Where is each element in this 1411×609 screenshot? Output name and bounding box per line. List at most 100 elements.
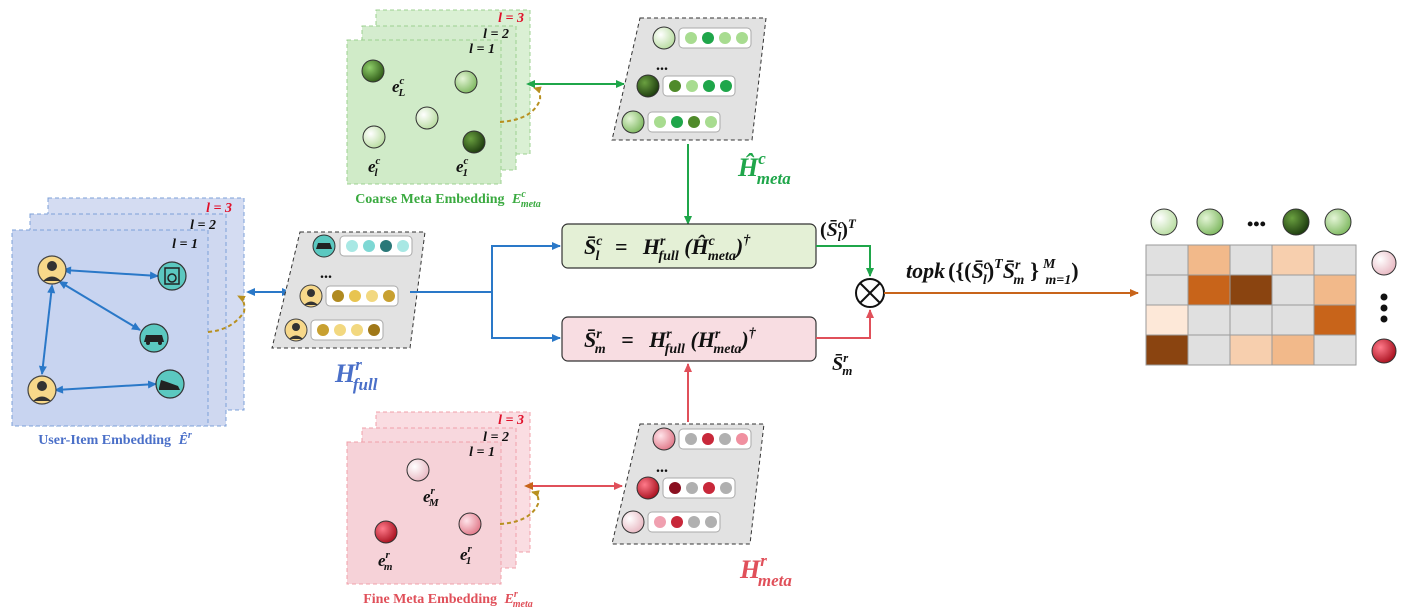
coarse-node: [362, 125, 386, 149]
user-avatar-icon: [27, 375, 57, 405]
feature-bar: [647, 111, 721, 133]
feature-bar: [339, 235, 413, 257]
layer-1-label: l = 1: [172, 237, 198, 252]
heatmap-cell: [1271, 244, 1315, 276]
layer-2-label: l = 2: [483, 27, 509, 42]
heatmap-cell: [1187, 274, 1231, 306]
heatmap-col-node: [1282, 208, 1310, 236]
user-item-embedding-stack: l = 3 l = 2 l = 1: [11, 197, 245, 448]
coarse-node: [462, 130, 486, 154]
coarse-node: [636, 74, 660, 98]
heatmap-cell: [1229, 274, 1273, 306]
edge-user1-user2: [38, 284, 56, 375]
heatmap-cell: [1229, 244, 1273, 276]
ellipsis: ...: [656, 57, 668, 74]
heatmap-cell: [1145, 244, 1189, 276]
fine-node: [652, 427, 676, 451]
heatmap-cell: [1145, 274, 1189, 306]
heatmap-cell: [1145, 334, 1189, 366]
feature-bar: [678, 27, 752, 49]
layer-2-label: l = 2: [190, 218, 216, 233]
layer-1-label: l = 1: [469, 445, 495, 460]
arrow-sm-to-multiply: [816, 309, 874, 339]
user-avatar-icon: [284, 318, 308, 342]
fine-node: [406, 458, 430, 482]
arrow-sl-to-multiply: [816, 245, 874, 277]
ellipsis: ...: [320, 265, 332, 282]
heatmap-col-node: [1196, 208, 1224, 236]
score-heatmap: •••: [1145, 208, 1397, 366]
heatmap-row-ellipsis-dot: [1380, 304, 1388, 312]
loop-arrow-coarse: [499, 86, 542, 123]
coarse-node: [415, 106, 439, 130]
feature-bar: [678, 428, 752, 450]
heatmap-cell: [1145, 304, 1189, 336]
user-avatar-icon: [37, 255, 67, 285]
heatmap-cell: [1229, 304, 1273, 336]
heatmap-cell: [1313, 334, 1357, 366]
fine-node: [621, 510, 645, 534]
h-meta-r-matrix: ...: [611, 423, 765, 545]
feature-bar: [647, 511, 721, 533]
edge-user1-item1: [62, 266, 159, 280]
multiply-operator-icon: [855, 278, 885, 308]
edge-user2-item3: [54, 380, 157, 394]
heatmap-cell: [1271, 334, 1315, 366]
heatmap-cell: [1313, 244, 1357, 276]
h-meta-c-matrix: ...: [611, 17, 767, 141]
heatmap-col-node: [1150, 208, 1178, 236]
heatmap-row-ellipsis-dot: [1380, 315, 1388, 323]
heatmap-cell: [1229, 334, 1273, 366]
heatmap-cell: [1187, 304, 1231, 336]
arrow-hfull-to-sm: [491, 292, 561, 342]
user-avatar-icon: [299, 284, 323, 308]
heatmap-row-node: [1371, 338, 1397, 364]
fine-node: [636, 476, 660, 500]
coarse-node: [361, 59, 385, 83]
heatmap-cell: [1271, 274, 1315, 306]
heatmap-cell: [1313, 274, 1357, 306]
coarse-node: [621, 110, 645, 134]
sneaker-icon: [155, 369, 185, 399]
coarse-node: [652, 26, 676, 50]
heatmap-cell: [1313, 304, 1357, 336]
heatmap-cell: [1187, 244, 1231, 276]
heatmap-grid: [1145, 244, 1357, 366]
car-icon: [139, 323, 169, 353]
layer-3-label: l = 3: [498, 413, 524, 428]
fine-node: [374, 520, 398, 544]
heatmap-col-ellipsis: •••: [1247, 214, 1266, 234]
feature-bar: [662, 75, 736, 97]
layer-1-label: l = 1: [469, 42, 495, 57]
feature-bar: [325, 285, 399, 307]
layer-3-label: l = 3: [498, 11, 524, 26]
loop-arrow-user-item: [207, 295, 246, 333]
heatmap-cell: [1187, 334, 1231, 366]
heatmap-col-node: [1324, 208, 1352, 236]
heatmap-row-node: [1371, 250, 1397, 276]
edge-user1-item2: [58, 280, 141, 331]
layer-3-label: l = 3: [206, 201, 232, 216]
feature-bar: [662, 477, 736, 499]
